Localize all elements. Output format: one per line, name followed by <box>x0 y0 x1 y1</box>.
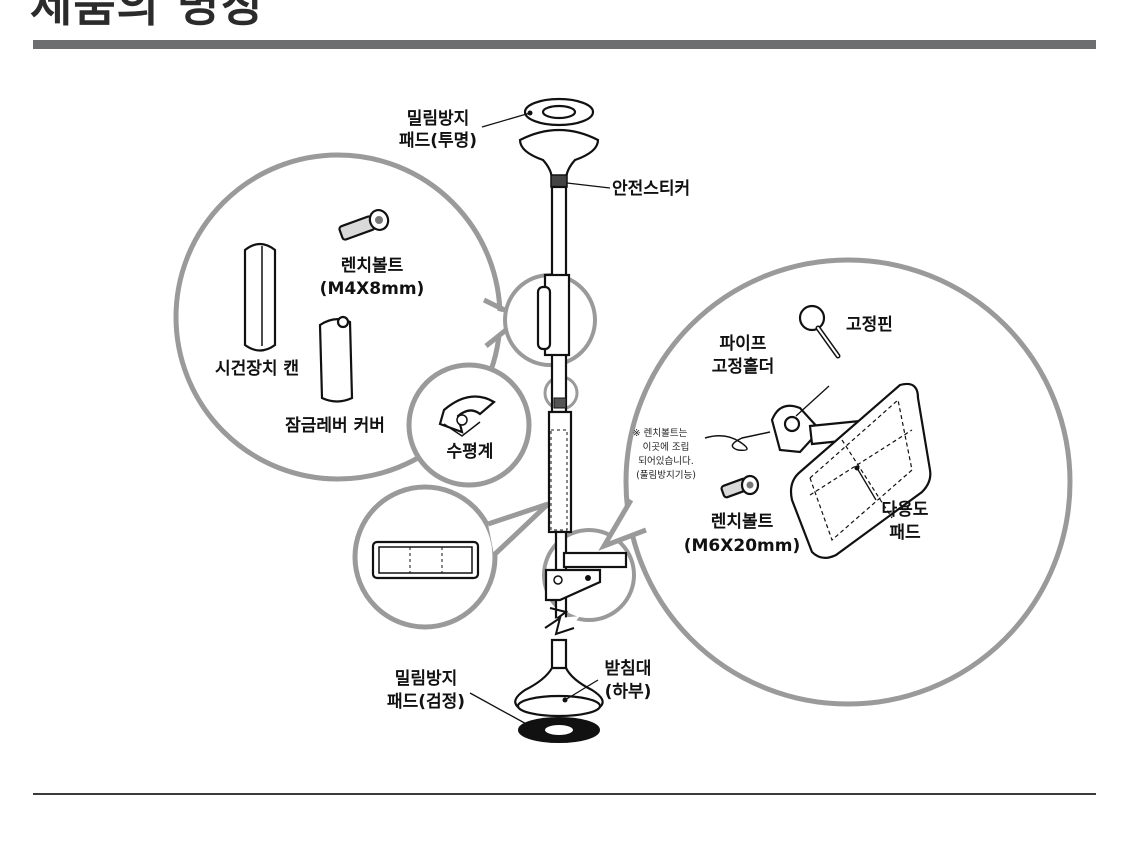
pipe-window-part <box>371 540 480 580</box>
main-pole <box>514 97 628 743</box>
lock-lever-cover-part <box>318 315 354 403</box>
label-pad-bottom: 밀림방지 <box>395 668 458 689</box>
bottom-rule <box>33 793 1096 795</box>
label-level: 수평계 <box>447 442 494 462</box>
label-wrench-bolt-large-size: (M6X20mm) <box>684 536 800 556</box>
fixing-pin-part <box>798 304 841 359</box>
label-pipe-holder: 파이프 <box>720 334 767 354</box>
wrench-bolt-large <box>720 474 760 499</box>
label-stand: 받침대 <box>605 658 652 679</box>
label-fixing-pin: 고정핀 <box>846 315 893 335</box>
callout-level <box>406 362 579 488</box>
label-wrench-bolt-large: 렌치볼트 <box>711 512 774 532</box>
timer-cap-part <box>243 242 277 352</box>
label-wrench-bolt-small-size: (M4X8mm) <box>320 279 425 299</box>
label-pad-bottom-sub: 패드(검정) <box>387 692 465 712</box>
label-stand-sub: (하부) <box>605 682 652 702</box>
label-safety-sticker: 안전스티커 <box>612 179 690 199</box>
label-timer-cap: 시건장치 캔 <box>215 359 299 379</box>
label-pipe-holder-sub: 고정홀더 <box>712 356 775 377</box>
page-title: 제품의 명칭 <box>30 0 264 32</box>
note-line-4: (풀림방지기능) <box>636 469 696 481</box>
labels: 밀림방지 패드(투명) 안전스티커 렌치볼트 (M4X8mm) 시건장치 캔 잠… <box>215 108 929 712</box>
safety-sticker-band <box>550 174 568 188</box>
title-underline <box>33 40 1096 49</box>
label-multi-pad-sub: 패드 <box>889 523 921 543</box>
note-line-2: 이곳에 조립 <box>643 441 690 453</box>
label-pad-top-sub: 패드(투명) <box>399 131 477 151</box>
level-part <box>438 395 496 437</box>
label-pad-top: 밀림방지 <box>407 108 470 129</box>
leader-lines <box>469 110 877 727</box>
label-lock-lever-cover: 잠금레버 커버 <box>285 416 385 436</box>
note-line-1: ※ 렌치볼트는 <box>633 427 688 439</box>
label-multi-pad: 다용도 <box>882 500 929 520</box>
note-line-3: 되어있습니다. <box>638 455 693 467</box>
multi-pad-part <box>789 382 932 559</box>
label-wrench-bolt-small: 렌치볼트 <box>341 256 404 276</box>
note-loop-arrow <box>704 431 771 452</box>
wrench-bolt-small <box>338 209 390 241</box>
